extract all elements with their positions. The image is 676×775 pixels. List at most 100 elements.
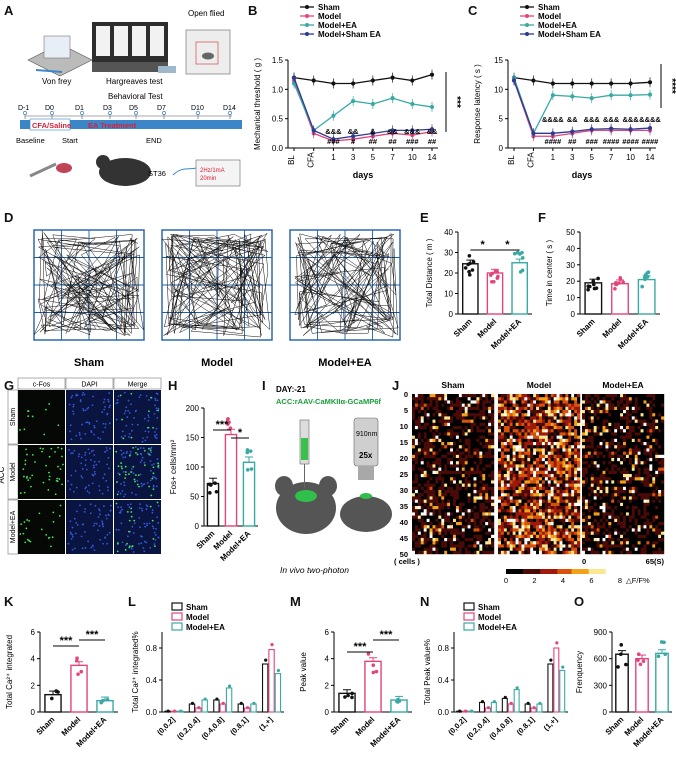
heatmap-cell (498, 534, 502, 539)
heatmap-cell (450, 544, 454, 548)
heatmap-cell (640, 506, 644, 510)
heatmap-cell (533, 525, 537, 529)
heatmap-cell (458, 438, 462, 443)
heatmap-cell (438, 490, 442, 494)
heatmap-cell (506, 490, 510, 494)
heatmap-cell (482, 499, 486, 503)
heatmap-cell (498, 394, 502, 398)
dapi-nucleus (93, 522, 96, 525)
heatmap-cell (584, 403, 589, 407)
heatmap-cell (643, 486, 647, 491)
heatmap-cell (544, 522, 548, 526)
heatmap-cell (652, 413, 656, 417)
heatmap-cell (500, 448, 505, 452)
heatmap-cell (582, 509, 586, 513)
heatmap-cell (491, 448, 495, 452)
heatmap-cell (512, 506, 516, 510)
heatmap-cell (556, 525, 560, 529)
heatmap-cell (412, 426, 416, 430)
heatmap-cell (455, 512, 460, 516)
dapi-nucleus (83, 393, 86, 396)
heatmap-cell (596, 512, 600, 516)
heatmap-cell (488, 522, 492, 526)
heatmap-cell (470, 448, 474, 452)
heatmap-cell (536, 410, 540, 414)
heatmap-cell (429, 525, 433, 529)
heatmap-cell (423, 538, 427, 542)
dapi-nucleus (133, 416, 135, 419)
heatmap-cell (637, 416, 641, 420)
heatmap-cell (533, 544, 537, 548)
heatmap-cell (441, 435, 445, 439)
heatmap-cell (628, 442, 632, 446)
arena-label: Sham (74, 357, 104, 369)
heatmap-cell (453, 493, 457, 497)
heatmap-cell (498, 541, 502, 545)
heatmap-cell (420, 435, 424, 439)
heatmap-cell (461, 422, 465, 427)
heatmap-cell (500, 522, 505, 526)
heatmap-cell (412, 400, 416, 404)
heatmap-cell (414, 547, 419, 551)
heatmap-cell (602, 419, 606, 423)
heatmap-cell (524, 534, 528, 539)
heatmap-cell (470, 486, 474, 491)
heatmap-cell (426, 544, 430, 548)
heatmap-cell (556, 445, 560, 449)
dapi-nucleus (125, 452, 128, 454)
heatmap-cell (620, 506, 624, 510)
x-tick-label: 5 (371, 153, 376, 162)
heatmap-cell (614, 515, 618, 519)
row-label: Model (10, 462, 17, 482)
heatmap-cell (533, 448, 537, 452)
y-tick-label: 0.5 (272, 115, 284, 124)
heatmap-cell (455, 490, 460, 494)
heatmap-cell (435, 518, 439, 523)
heatmap-cell (637, 422, 641, 427)
heatmap-cell (476, 419, 480, 423)
data-point (520, 256, 525, 260)
heatmap-cell (485, 544, 489, 548)
heatmap-cell (617, 525, 621, 529)
heatmap-cell (533, 502, 537, 507)
heatmap-cell (614, 477, 618, 481)
heatmap-cell (491, 438, 495, 443)
heatmap-cell (521, 435, 525, 439)
heatmap-cell (539, 435, 543, 439)
heatmap-cell (426, 525, 430, 529)
heatmap-cell (458, 445, 462, 449)
heatmap-cell (593, 490, 597, 494)
heatmap-cell (599, 445, 603, 449)
heatmap-cell (631, 410, 635, 414)
heatmap-cell (524, 490, 528, 494)
heatmap-cell (500, 406, 505, 411)
heatmap-cell (527, 419, 531, 423)
heatmap-cell (605, 512, 609, 516)
heatmap-cell (423, 534, 427, 539)
heatmap-cell (438, 502, 442, 507)
day-label: D0 (45, 105, 54, 112)
heatmap-cell (634, 416, 638, 420)
heatmap-cell (533, 422, 537, 427)
heatmap-cell (541, 544, 546, 548)
heatmap-cell (524, 547, 528, 551)
heatmap-cell (438, 522, 442, 526)
heatmap-cell (485, 474, 489, 478)
heatmap-cell (634, 438, 638, 443)
heatmap-cell (577, 477, 581, 481)
heatmap-cell (556, 448, 560, 452)
heatmap-cell (482, 550, 486, 555)
heatmap-cell (574, 442, 578, 446)
heatmap-cell (444, 426, 448, 430)
heatmap-cell (541, 394, 546, 398)
dapi-nucleus (143, 522, 146, 525)
heatmap-cell (509, 528, 513, 532)
heatmap-cell (634, 502, 638, 507)
heatmap-cell (447, 480, 451, 484)
heatmap-cell (541, 496, 546, 500)
heatmap-cell (518, 502, 522, 507)
heatmap-cell (568, 547, 572, 551)
heatmap-cell (479, 397, 483, 401)
heatmap-cell (565, 416, 569, 420)
heatmap-cell (577, 486, 581, 491)
